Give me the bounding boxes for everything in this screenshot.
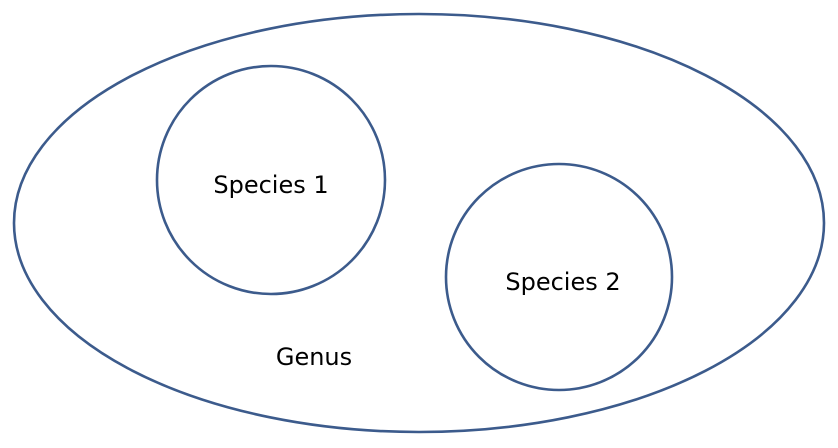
genus-label: Genus (276, 343, 352, 371)
species-1-circle (155, 64, 387, 296)
species-1-label: Species 1 (213, 171, 328, 199)
species-2-label: Species 2 (505, 268, 620, 296)
genus-ellipse (12, 12, 826, 434)
species-2-circle (444, 162, 674, 392)
